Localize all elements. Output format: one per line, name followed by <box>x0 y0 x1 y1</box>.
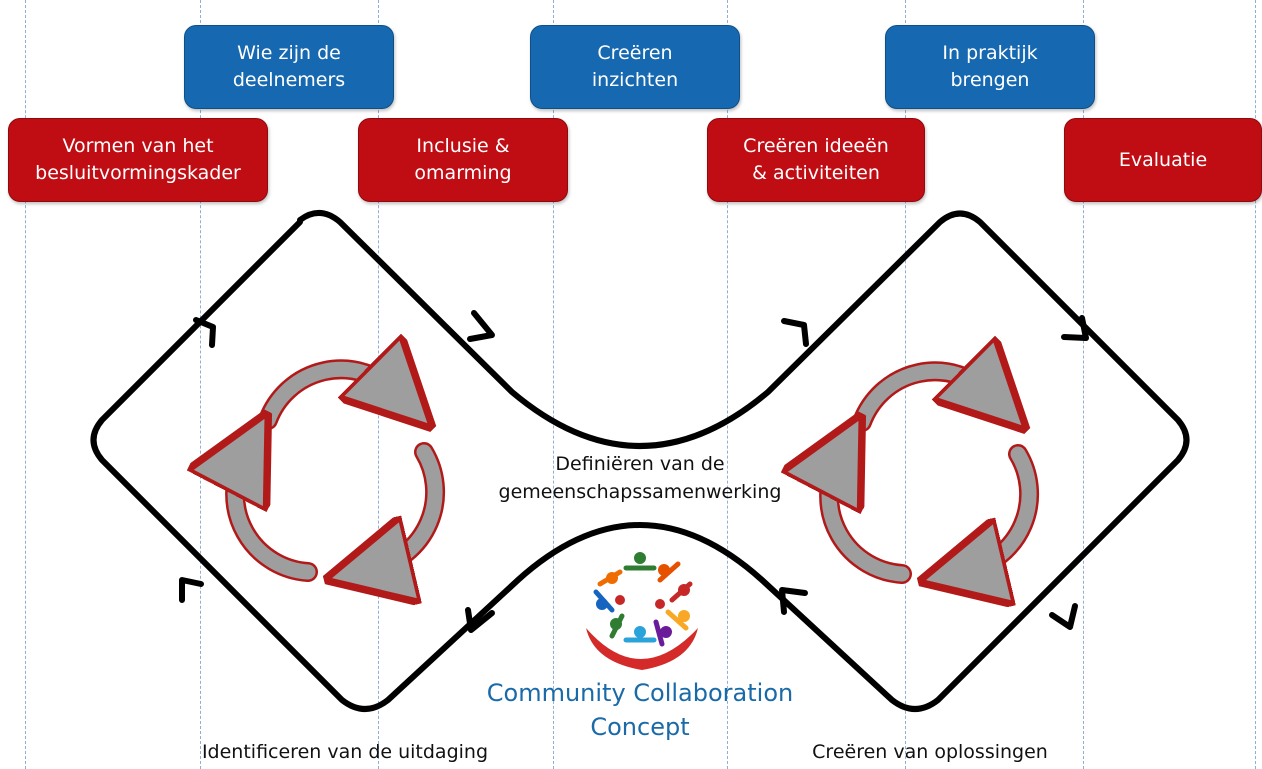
phase-box-ideas[interactable]: Creëren ideeën & activiteiten <box>707 118 925 202</box>
cycle-arrows-icon <box>235 369 446 572</box>
phase-box-practice[interactable]: In praktijk brengen <box>885 25 1095 109</box>
phase-label: Wie zijn de deelnemers <box>232 42 346 91</box>
brand-name: Community Collaboration Concept <box>486 679 794 741</box>
cycle-arrows-icon <box>829 371 1040 574</box>
guide-line <box>727 0 728 769</box>
phase-box-evaluation[interactable]: Evaluatie <box>1064 118 1262 202</box>
phase-box-inclusion[interactable]: Inclusie & omarming <box>358 118 568 202</box>
right-bottom-label: Creëren van oplossingen <box>812 741 1048 763</box>
center-label: Definiëren van de gemeenschapssamenwerki… <box>498 453 782 503</box>
flow-arrow-icon <box>179 310 1089 633</box>
phase-label: In praktijk brengen <box>942 42 1038 91</box>
left-bottom-label: Identificeren van de uitdaging <box>201 741 489 763</box>
phase-label: Creëren ideeën & activiteiten <box>743 135 889 184</box>
phase-label: Creëren inzichten <box>591 42 679 91</box>
phase-box-insights[interactable]: Creëren inzichten <box>530 25 740 109</box>
phase-label: Vormen van het besluitvormingskader <box>35 135 241 184</box>
phase-label: Evaluatie <box>1118 148 1208 171</box>
phase-label: Inclusie & omarming <box>414 135 512 184</box>
guide-line <box>1083 0 1084 769</box>
community-logo-icon <box>586 552 698 670</box>
flow-path <box>90 210 1190 712</box>
guide-line <box>1255 0 1256 769</box>
guide-line <box>553 0 554 769</box>
guide-line <box>25 0 26 769</box>
phase-box-framework[interactable]: Vormen van het besluitvormingskader <box>8 118 268 202</box>
phase-box-participants[interactable]: Wie zijn de deelnemers <box>184 25 394 109</box>
guide-line <box>200 0 201 769</box>
